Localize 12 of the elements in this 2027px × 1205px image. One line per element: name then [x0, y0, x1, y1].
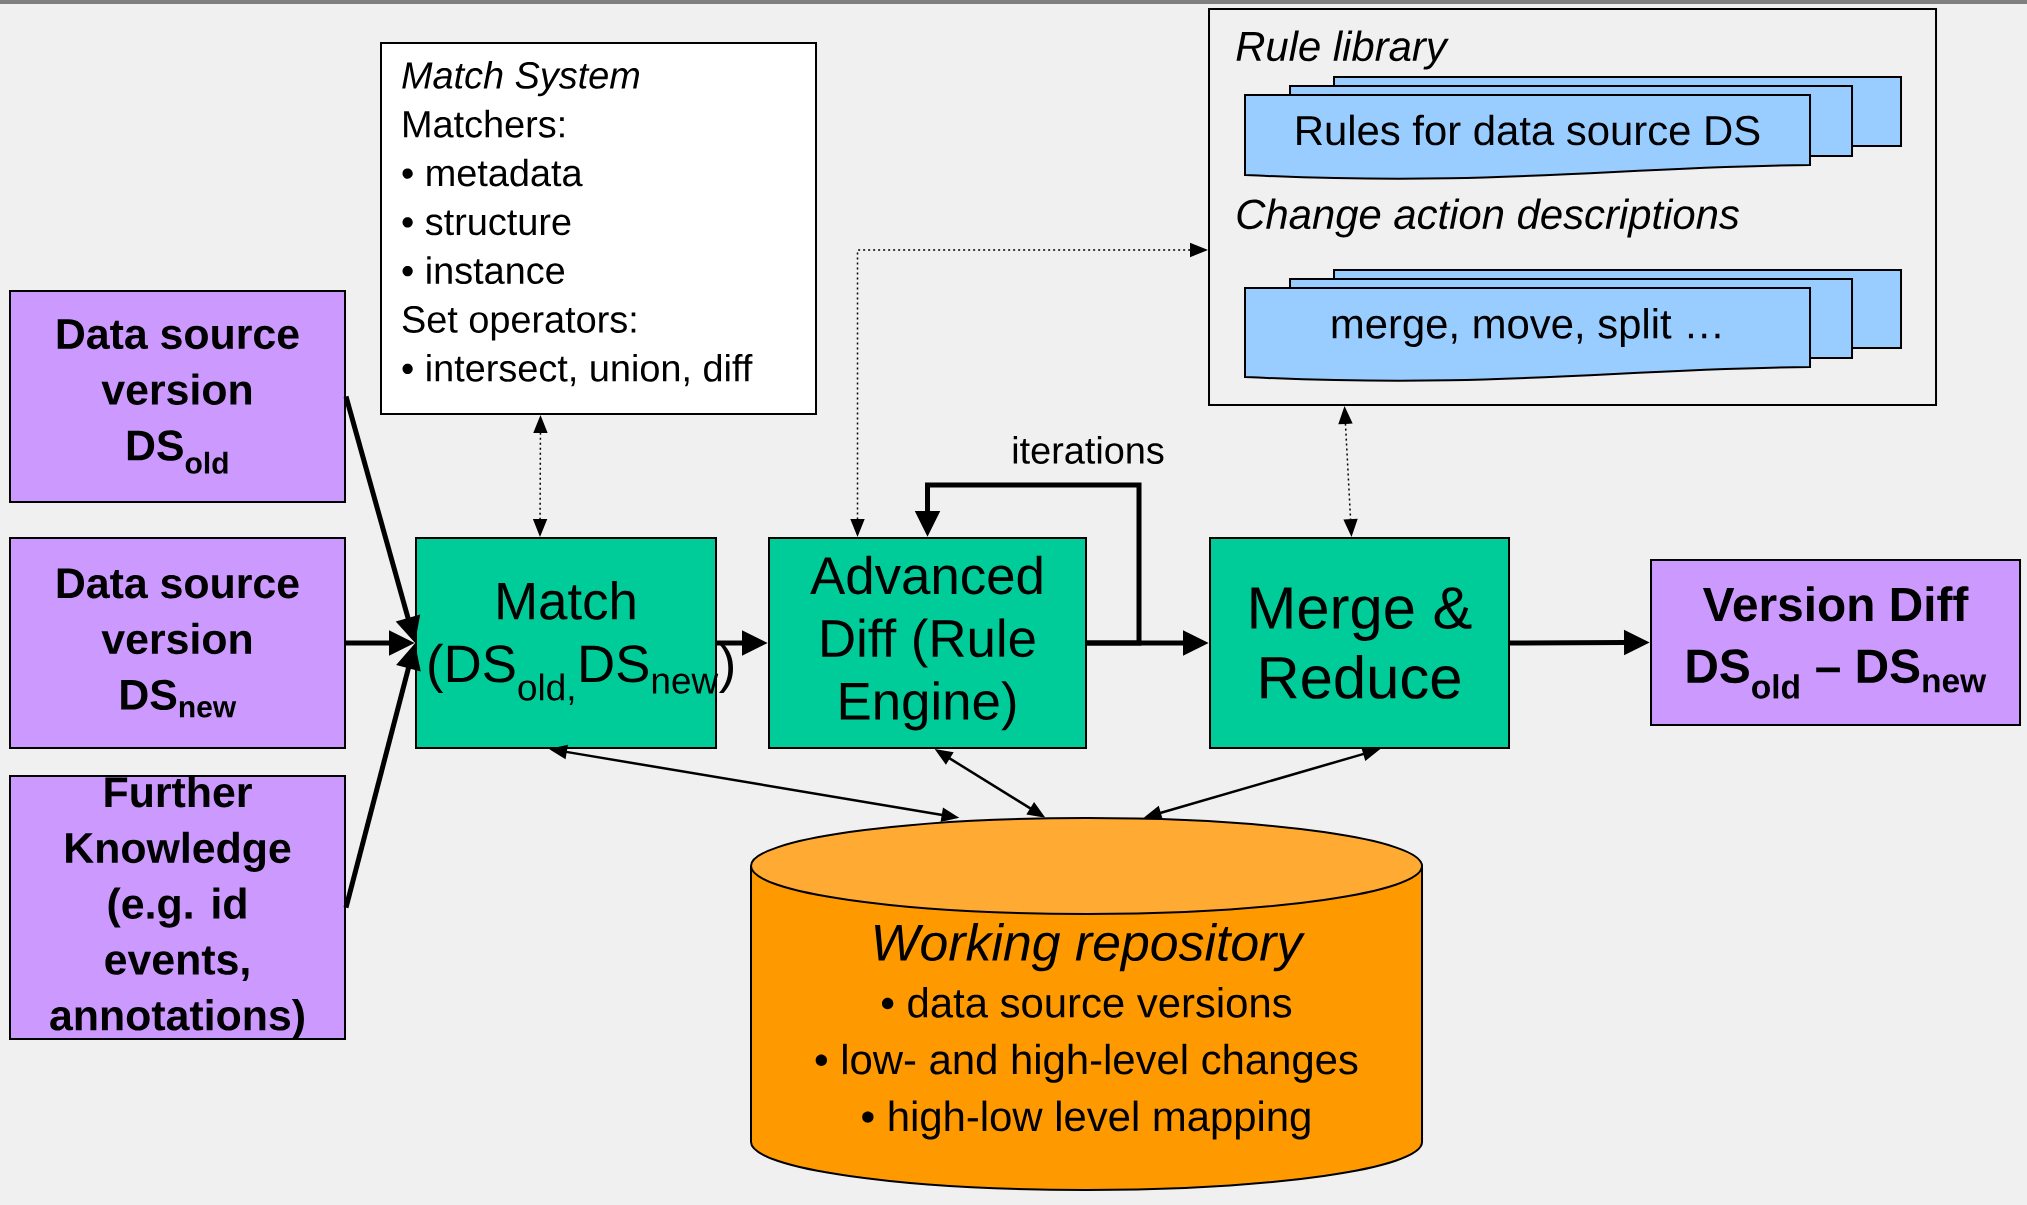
database-cylinder: Working repository • data source versions • low- and high-level changes • high-low level mapping: [750, 817, 1423, 1191]
node-label: ): [719, 643, 733, 693]
edge-label: iterations: [1009, 434, 1167, 466]
input-box: Data source version DS$_{new}$: [9, 537, 346, 749]
document-stack: merge, move, split …: [1244, 269, 1902, 382]
process-box: Advanced Diff (Rule Engine): [768, 537, 1087, 749]
text-panel: Match System Matchers: • metadata • structure • instance Set operators: • intersect, union, diff: [380, 42, 817, 415]
input-box: Further Knowledge (e.g. id events, annotations): [9, 774, 346, 1041]
input-box: Data source version DS$_{old}$: [9, 290, 346, 503]
document-stack: Rules for data source DS: [1244, 76, 1902, 180]
output-box: Version Diff DS$_{old}$ – DS$_{new}$: [1650, 559, 2021, 726]
process-box: Merge & Reduce: [1209, 537, 1510, 749]
